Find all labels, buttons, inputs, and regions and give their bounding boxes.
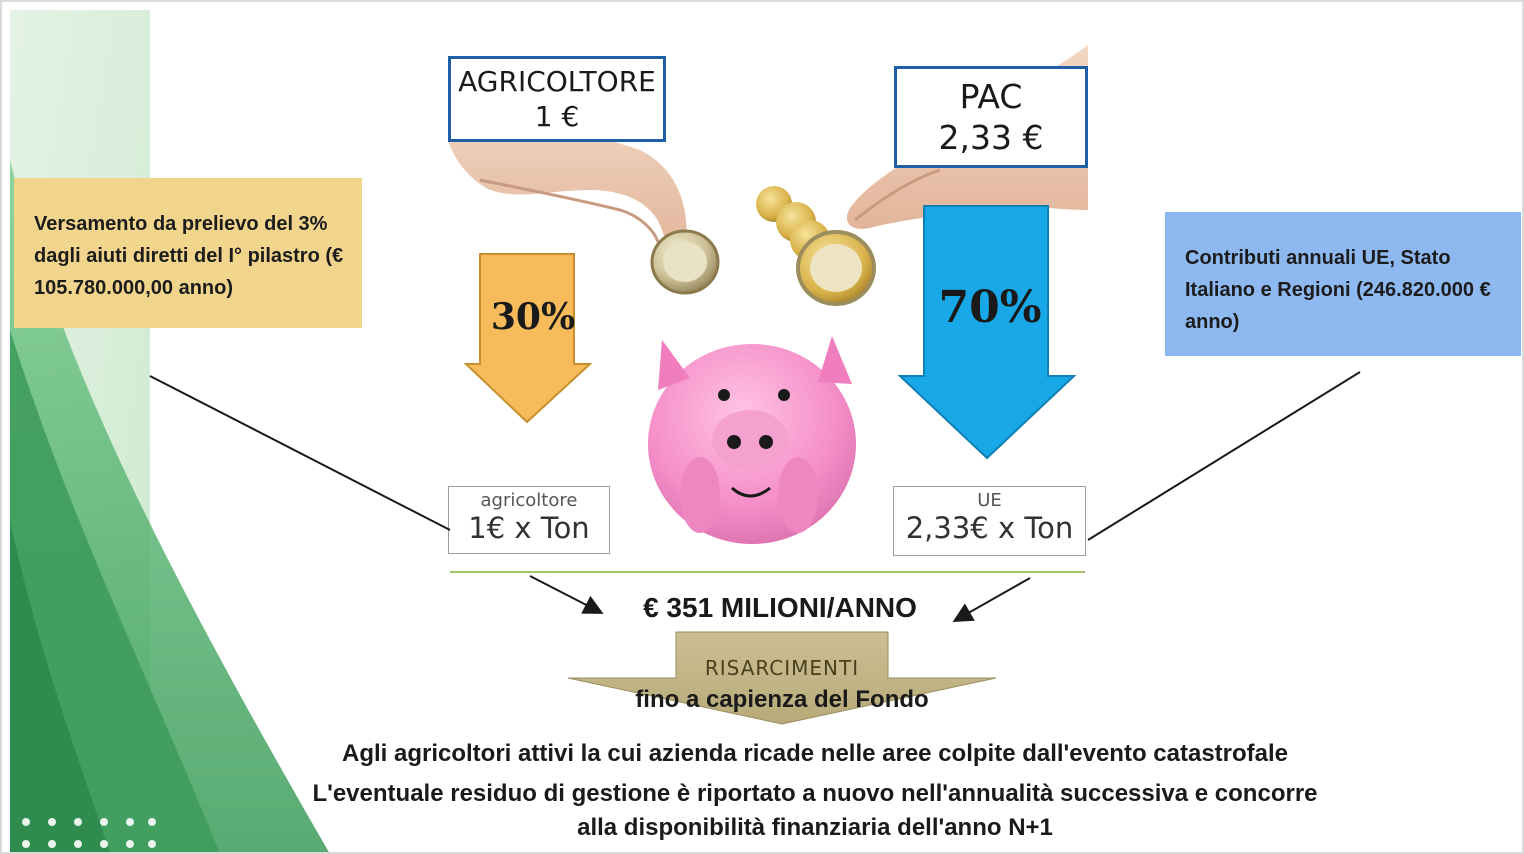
total-amount: € 351 MILIONI/ANNO	[643, 592, 917, 623]
agricoltore-rate-value: 1€ x Ton	[468, 511, 590, 545]
risarcimenti-arrow	[567, 631, 997, 725]
footer-line-2: L'eventuale residuo di gestione è riport…	[312, 780, 1318, 807]
footer-line-3: alla disponibilità finanziaria dell'anno…	[577, 814, 1053, 841]
orange-down-arrow	[464, 253, 592, 424]
agricoltore-amount: 1 €	[534, 100, 580, 133]
pac-title: PAC	[959, 77, 1023, 116]
orange-arrow-percentage: 30%	[490, 296, 576, 338]
ue-rate-box: UE 2,33€ x Ton	[893, 486, 1086, 556]
agricoltore-rate-title: agricoltore	[480, 490, 578, 511]
pac-amount: 2,33 €	[938, 118, 1044, 157]
pac-box: PAC 2,33 €	[894, 66, 1088, 168]
ue-rate-value: 2,33€ x Ton	[905, 511, 1074, 545]
agricoltore-box: AGRICOLTORE 1 €	[448, 56, 666, 142]
left-note: Versamento da prelievo del 3% dagli aiut…	[14, 178, 362, 328]
blue-down-arrow	[898, 205, 1076, 460]
agricoltore-rate-box: agricoltore 1€ x Ton	[448, 486, 610, 554]
agricoltore-title: AGRICOLTORE	[458, 65, 656, 98]
risarcimenti-subtitle: fino a capienza del Fondo	[635, 686, 929, 713]
ue-rate-title: UE	[977, 490, 1002, 511]
risarcimenti-title: RISARCIMENTI	[704, 656, 860, 680]
footer-line-1: Agli agricoltori attivi la cui azienda r…	[341, 740, 1289, 767]
right-note: Contributi annuali UE, Stato Italiano e …	[1165, 212, 1521, 356]
blue-arrow-percentage: 70%	[938, 282, 1042, 333]
